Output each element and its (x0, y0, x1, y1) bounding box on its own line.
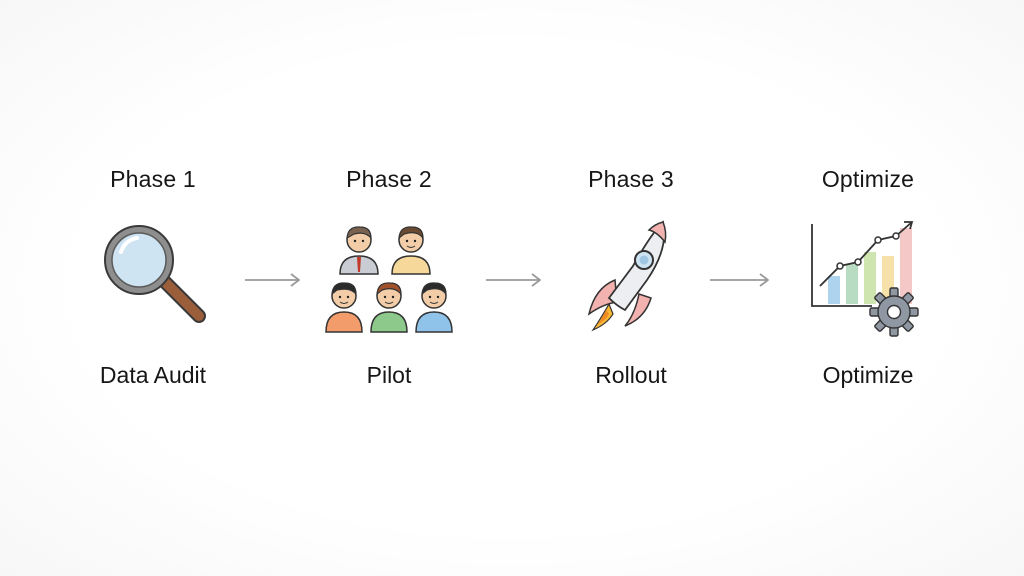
rocket-icon (581, 218, 681, 343)
phase-title: Phase 2 (346, 166, 432, 192)
phase-3: Phase 3 Rollout (531, 160, 731, 400)
phase-2: Phase 2 (289, 160, 489, 400)
phase-label: Rollout (595, 362, 667, 388)
arrow-right-icon (710, 273, 769, 287)
chart-gear-icon (808, 216, 928, 345)
team-icon (324, 216, 454, 341)
person-icon (415, 282, 453, 333)
magnifying-glass-icon (93, 218, 213, 333)
person-icon (370, 282, 408, 333)
phase-label: Data Audit (99, 362, 207, 388)
phase-title: Phase 1 (110, 166, 196, 192)
person-icon (325, 282, 363, 333)
phase-title: Optimize (821, 166, 915, 192)
arrow-right-icon (245, 273, 300, 287)
phase-optimize: Optimize (768, 160, 968, 400)
arrow-right-icon (486, 273, 541, 287)
phase-title: Phase 3 (588, 166, 674, 192)
phase-label: Pilot (366, 362, 412, 388)
person-icon (391, 226, 431, 275)
phase-label: Optimize (822, 362, 914, 388)
phase-1: Phase 1 Data Audit (53, 160, 253, 400)
gear-icon (869, 287, 919, 337)
person-icon (339, 226, 379, 275)
